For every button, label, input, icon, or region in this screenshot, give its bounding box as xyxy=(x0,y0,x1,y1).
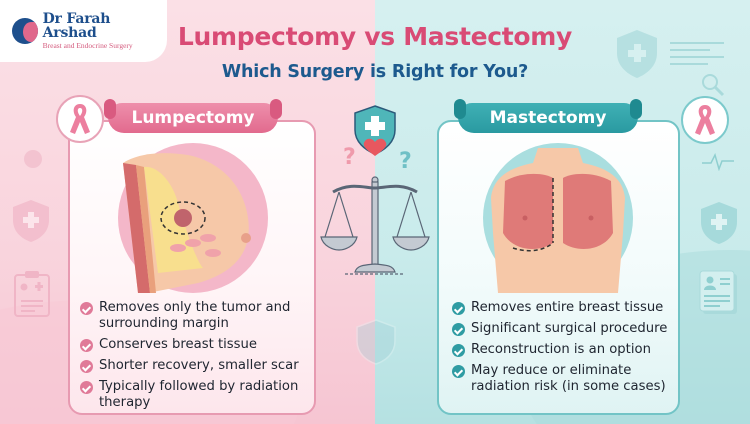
brand-logo[interactable]: Dr Farah Arshad Breast and Endocrine Sur… xyxy=(0,0,167,62)
page-subtitle: Which Surgery is Right for You? xyxy=(221,62,529,82)
shield-cross-icon xyxy=(701,202,737,244)
pink-ribbon-icon xyxy=(695,105,715,135)
point-text: Conserves breast tissue xyxy=(99,337,257,352)
check-circle-icon xyxy=(452,302,465,315)
point-text: Removes only the tumor and surrounding m… xyxy=(99,300,291,331)
brand-name: Dr Farah Arshad xyxy=(42,11,111,42)
question-mark-icon: ? xyxy=(399,149,412,174)
shield-cross-icon xyxy=(617,30,657,78)
mastectomy-points: Removes entire breast tissue Significant… xyxy=(452,300,680,400)
list-item: Conserves breast tissue xyxy=(80,337,312,353)
brand-tagline: Breast and Endocrine Surgery xyxy=(42,41,133,51)
list-item: Removes entire breast tissue xyxy=(452,300,680,316)
point-text: Typically followed by radiation therapy xyxy=(99,379,299,410)
point-text: Reconstruction is an option xyxy=(471,342,651,357)
balance-scale-icon xyxy=(320,176,430,275)
lumpectomy-illustration xyxy=(118,143,268,293)
logo-mark-icon xyxy=(12,18,38,44)
point-text: Significant surgical procedure xyxy=(471,321,668,336)
document-lines-icon xyxy=(670,42,724,65)
check-circle-icon xyxy=(452,323,465,336)
check-circle-icon xyxy=(452,344,465,357)
page-title: Lumpectomy vs Mastectomy xyxy=(177,22,573,51)
chest-muscle-diagram-icon xyxy=(491,148,625,293)
medical-clipboard-icon xyxy=(14,271,50,317)
list-item: Significant surgical procedure xyxy=(452,321,680,337)
lumpectomy-points: Removes only the tumor and surrounding m… xyxy=(80,300,312,416)
check-circle-icon xyxy=(80,381,93,394)
heartbeat-icon xyxy=(702,153,734,171)
question-mark-icon: ? xyxy=(343,145,356,170)
check-circle-icon xyxy=(452,365,465,378)
shield-cross-icon xyxy=(13,200,49,242)
mastectomy-label: Mastectomy xyxy=(489,108,607,128)
right-awareness-badge xyxy=(681,96,729,144)
mastectomy-illustration xyxy=(483,143,633,293)
list-item: May reduce or eliminate radiation risk (… xyxy=(452,363,680,395)
magnifier-icon xyxy=(702,74,725,97)
list-item: Shorter recovery, smaller scar xyxy=(80,358,312,374)
globe-icon xyxy=(24,150,42,168)
list-item: Removes only the tumor and surrounding m… xyxy=(80,300,312,332)
point-text: Removes entire breast tissue xyxy=(471,300,664,315)
pink-ribbon-icon xyxy=(70,104,90,134)
center-decision-graphic: ? ? xyxy=(315,100,435,280)
check-circle-icon xyxy=(80,302,93,315)
point-text: May reduce or eliminate radiation risk (… xyxy=(471,363,666,394)
shield-icon xyxy=(356,319,396,365)
patient-record-icon xyxy=(699,270,737,314)
left-awareness-badge xyxy=(56,95,104,143)
mastectomy-ribbon-label: Mastectomy xyxy=(454,99,642,133)
breast-tumor-diagram-icon xyxy=(123,153,251,293)
check-circle-icon xyxy=(80,339,93,352)
point-text: Shorter recovery, smaller scar xyxy=(99,358,299,373)
shield-heart-icon xyxy=(354,105,396,156)
check-circle-icon xyxy=(80,360,93,373)
lumpectomy-ribbon-label: Lumpectomy xyxy=(104,99,282,133)
list-item: Typically followed by radiation therapy xyxy=(80,379,312,411)
lumpectomy-label: Lumpectomy xyxy=(131,108,255,128)
list-item: Reconstruction is an option xyxy=(452,342,680,358)
